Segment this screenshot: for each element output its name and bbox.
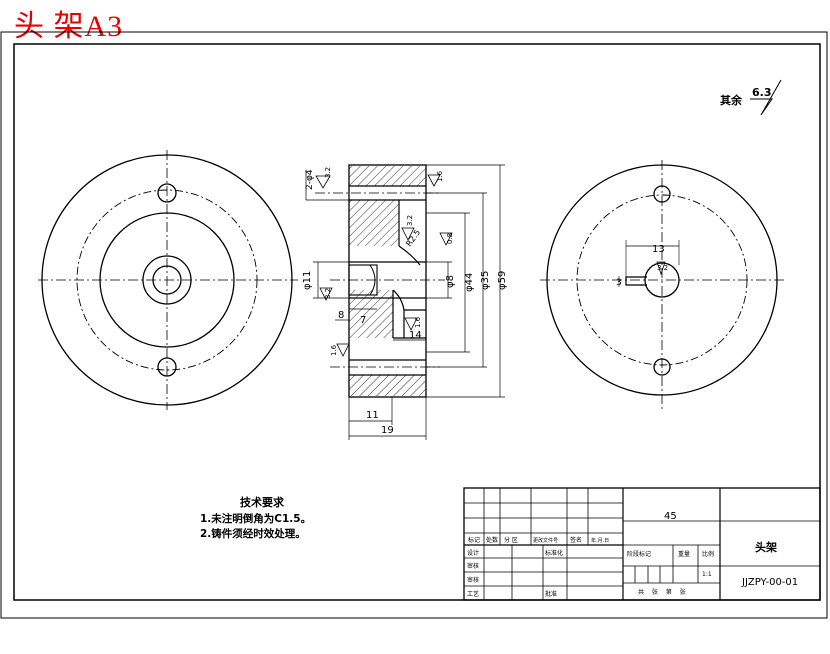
roughness-label: 其余 — [720, 93, 743, 107]
tb-zone: 分 区 — [504, 536, 518, 544]
dim-8: 8 — [338, 310, 344, 321]
dim-19: 19 — [381, 425, 394, 436]
tech-line-2: 2.铸件须经时效处理。 — [200, 527, 306, 540]
dim-14: 14 — [409, 330, 422, 341]
drawing-number: JJZPY-00-01 — [741, 577, 798, 588]
dim-phi35: φ35 — [480, 271, 491, 290]
roughness-marks — [315, 174, 453, 357]
section-view — [315, 164, 445, 398]
surface-1.6-a: 1.6 — [436, 170, 444, 182]
surface-3.2-c: 3.2 — [324, 288, 332, 299]
dim-11: 11 — [366, 410, 379, 421]
tb-weight: 重量 — [678, 550, 690, 558]
dim-phi11: φ11 — [302, 271, 313, 290]
section-dimensions — [305, 164, 505, 440]
roughness-general-symbol — [750, 79, 782, 116]
roughness-symbol — [656, 261, 666, 276]
surface-0.8: 0.8 — [446, 233, 454, 244]
tb-count: 处数 — [486, 536, 498, 544]
surface-3.2-right: 3.2 — [657, 264, 668, 272]
surface-3.2-b: 3.2 — [406, 215, 414, 226]
tb-sheets: 共 张 第 张 — [638, 588, 689, 596]
page-title: 头 架A3 — [14, 10, 124, 43]
tb-check: 审核 — [467, 562, 479, 570]
dim-3: 3 — [616, 278, 622, 288]
tb-date: 年.月.日 — [591, 537, 609, 544]
left-view — [38, 150, 298, 410]
dim-phi8: φ8 — [445, 275, 456, 288]
outer-frame — [0, 31, 828, 619]
tb-approve: 批准 — [545, 590, 557, 598]
tech-title: 技术要求 — [240, 495, 285, 509]
dim-phi44: φ44 — [464, 273, 475, 292]
part-name: 头架 — [755, 540, 777, 554]
material: 45 — [664, 511, 677, 522]
inner-frame — [13, 43, 821, 601]
tb-process: 工艺 — [467, 590, 479, 598]
dim-7: 7 — [360, 315, 366, 326]
tb-review: 审核 — [467, 576, 479, 584]
roughness-value: 6.3 — [752, 86, 772, 99]
dim-2-phi4: 2-φ4 — [305, 169, 315, 190]
tech-line-1: 1.未注明倒角为C1.5。 — [200, 512, 311, 525]
tb-design: 设计 — [467, 549, 479, 557]
tb-docno: 更改文件号 — [533, 537, 558, 544]
tb-standard: 标准化 — [545, 549, 563, 557]
surface-1.6-b: 1.6 — [414, 316, 422, 328]
dim-phi59: φ59 — [497, 271, 508, 290]
tb-mark: 标记 — [468, 536, 480, 544]
tb-scale-value: 1:1 — [702, 571, 712, 578]
surface-3.2-a: 3.2 — [324, 167, 332, 178]
right-view — [540, 160, 785, 410]
tb-scale: 比例 — [702, 550, 714, 558]
title-block — [463, 487, 821, 601]
dim-13: 13 — [652, 244, 665, 255]
tb-sign: 签名 — [570, 536, 582, 544]
surface-1.6-c: 1.6 — [330, 344, 338, 356]
tb-stage: 阶段标记 — [627, 550, 651, 558]
